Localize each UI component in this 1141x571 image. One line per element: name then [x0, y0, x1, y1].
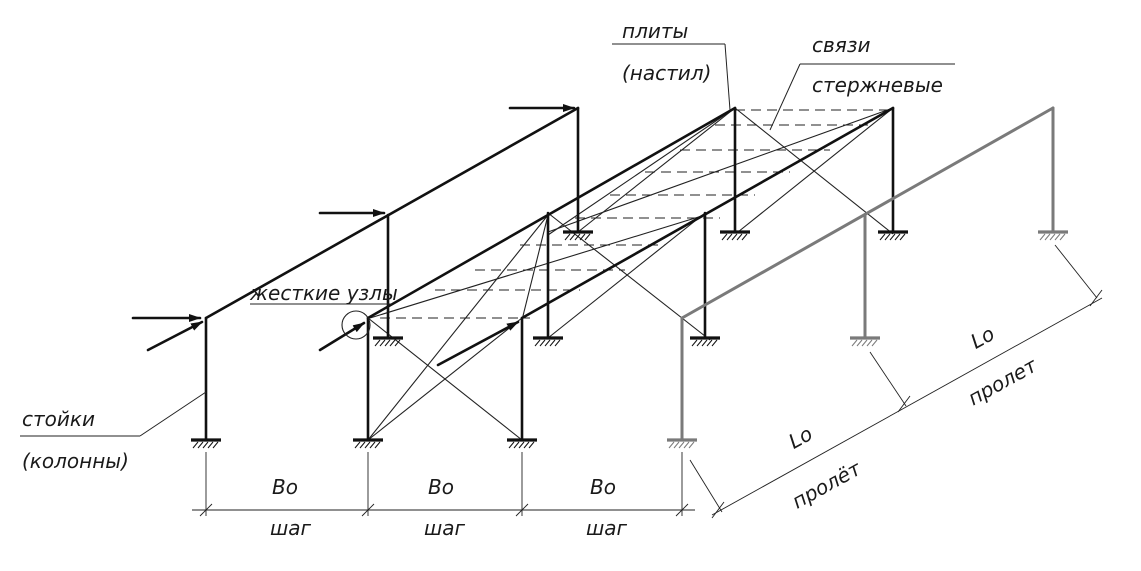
label-plates-2: (настил) [622, 61, 711, 85]
support-base [690, 336, 720, 347]
support-base [720, 230, 750, 241]
frame-1 [204, 106, 580, 442]
slab-dashed-lines [380, 109, 890, 319]
column-supports [191, 230, 1068, 449]
leader-lines [20, 43, 955, 437]
support-base [850, 336, 880, 347]
support-base [667, 438, 697, 449]
rigid-node-circle [341, 310, 371, 340]
frame-3 [520, 106, 895, 442]
label-columns-1: стойки [22, 407, 95, 431]
support-base [1038, 230, 1068, 241]
support-base [353, 438, 383, 449]
label-pitch-word-1: шаг [270, 516, 312, 540]
support-base [507, 438, 537, 449]
frame-2 [366, 106, 737, 442]
support-base [533, 336, 563, 347]
label-bracing-1: связи [812, 33, 870, 57]
label-pitch-3: Bo [590, 475, 616, 499]
label-plates-1: плиты [622, 19, 688, 43]
dimension-lines [192, 244, 1103, 519]
label-pitch-word-2: шаг [424, 516, 466, 540]
label-pitch-2: Bo [428, 475, 454, 499]
support-base [191, 438, 221, 449]
label-span-word-2: пролет [964, 352, 1042, 410]
support-base [878, 230, 908, 241]
label-span-2: Lo [966, 321, 998, 353]
label-rigid-nodes: жесткие узлы [249, 281, 398, 305]
label-pitch-1: Bo [272, 475, 298, 499]
support-base [563, 230, 593, 241]
label-columns-2: (колонны) [22, 449, 129, 473]
label-bracing-2: стержневые [812, 73, 943, 97]
load-arrows [131, 104, 576, 367]
support-base [373, 336, 403, 347]
label-span-1: Lo [784, 421, 816, 453]
label-span-word-1: пролёт [788, 456, 866, 514]
frame-4-grey [680, 106, 1055, 442]
label-pitch-word-3: шаг [586, 516, 628, 540]
